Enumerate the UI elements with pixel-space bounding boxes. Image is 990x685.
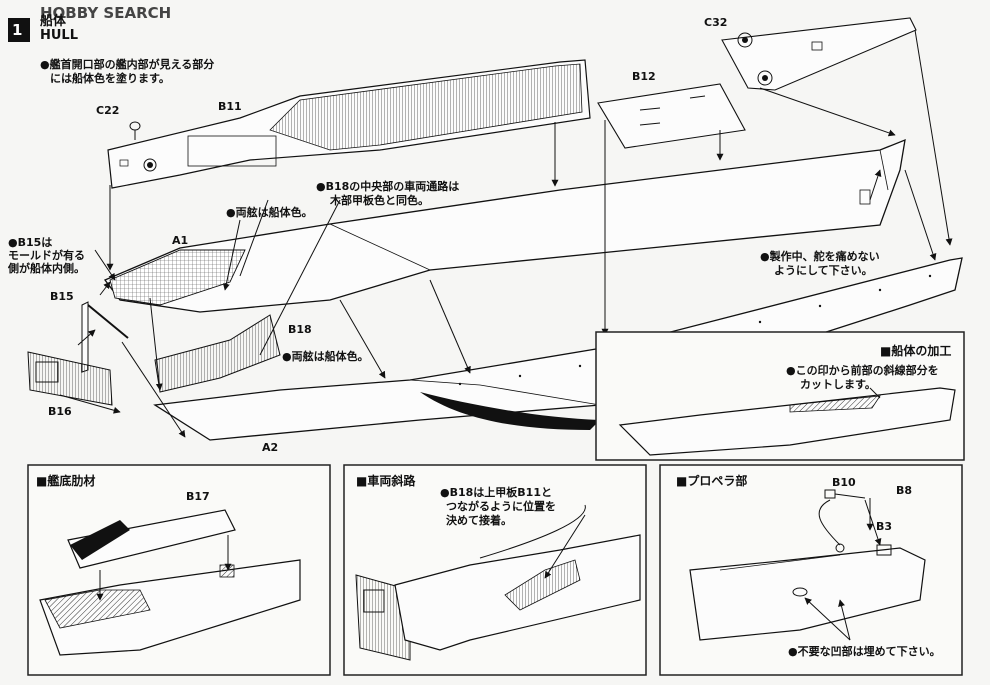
note-b18-center-line2: 木部甲板色と同色。 [330,194,429,207]
propeller-panel-title: ■プロペラ部 [676,474,748,488]
label-b18: B18 [288,323,312,336]
step-title-jp: 船体 [40,14,67,29]
note-rudder-line2: ようにして下さい。 [774,264,873,277]
hull-processing-title: ■船体の加工 [880,344,952,358]
keel-frames-drawing [39,509,301,656]
propeller-panel-note: ●不要な凹部は埋めて下さい。 [788,645,941,658]
label-c22: C22 [96,104,120,117]
label-a2: A2 [262,441,279,454]
label-b16: B16 [48,405,72,418]
note-both-sides-a1: ●両舷は船体色。 [226,206,313,219]
note-b18-center-line1: ●B18の中央部の車両通路は [316,180,460,193]
label-b15: B15 [50,290,74,303]
note-rudder-line1: ●製作中、舵を痛めない [760,250,880,263]
part-c32 [721,17,917,91]
note-bow-opening-line2: には船体色を塗ります。 [50,72,170,85]
ramp-panel-note-line2: つながるように位置を [446,500,556,513]
keel-panel-part-b17: B17 [186,490,210,503]
part-b15 [81,301,129,373]
hull-processing-drawing [618,387,956,456]
hull-processing-note-line2: カットします。 [800,378,876,391]
step-number: 1 [12,21,23,39]
label-b10: B10 [832,476,856,489]
hull-processing-note-line1: ●この印から前部の斜線部分を [786,364,939,377]
note-b15-line2: モールドが有る [8,249,85,262]
note-both-sides-b18: ●両舷は船体色。 [282,350,369,363]
part-c22 [129,121,141,140]
ramp-panel-title: ■車両斜路 [356,474,416,488]
step-number-box [8,18,30,42]
label-b8: B8 [896,484,913,497]
part-b12 [597,83,746,149]
step-title-en: HULL [40,28,79,43]
note-b15-line3: 側が船体内側。 [8,262,85,275]
watermark-logo: HOBBY SEARCH [40,4,172,22]
keel-panel-title: ■艦底肋材 [36,474,96,488]
propeller-drawing [689,489,926,641]
ramp-panel-note-line1: ●B18は上甲板B11と [440,486,552,499]
note-bow-opening-line1: ●艦首開口部の艦内部が見える部分 [40,58,215,71]
vehicle-ramp-drawing [355,504,641,661]
note-b15-line1: ●B15は [8,236,53,249]
part-b11-deck [107,59,591,189]
label-b3: B3 [876,520,893,533]
label-b12: B12 [632,70,656,83]
part-b18-ramp [154,314,281,393]
label-c32: C32 [704,16,728,29]
label-a1: A1 [172,234,189,247]
assembly-arrows [59,29,953,438]
label-b11: B11 [218,100,242,113]
ramp-panel-note-line3: 決めて接着。 [446,514,512,527]
part-a1-hull [103,138,906,313]
part-b16 [27,351,113,406]
part-a2-hull [153,257,963,441]
